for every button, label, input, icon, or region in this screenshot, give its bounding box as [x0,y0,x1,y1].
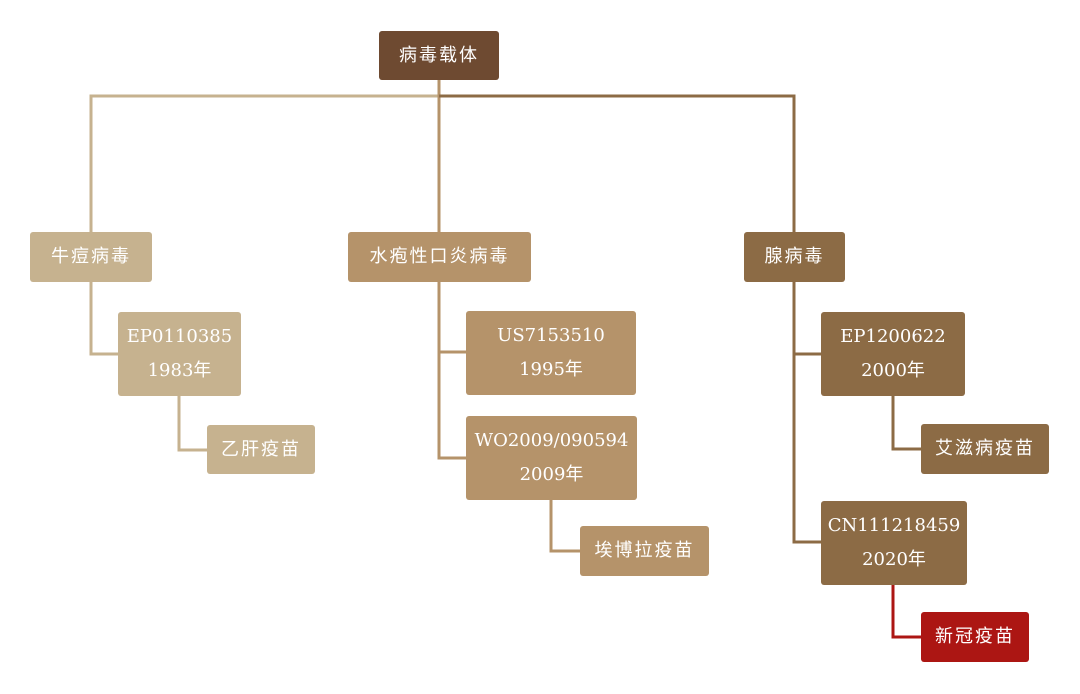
patent-number: EP0110385 [127,320,232,354]
patent-node-us7153510: US7153510 1995年 [466,311,636,395]
branch-node-vaccinia: 牛痘病毒 [30,232,152,282]
patent-number: EP1200622 [840,320,945,354]
patent-node-wo2009-090594: WO2009/090594 2009年 [466,416,637,500]
connector-adeno-to-patents [794,282,821,542]
vaccine-node-covid: 新冠疫苗 [921,612,1029,662]
patent-year: 2000年 [861,354,925,388]
vaccine-label: 新冠疫苗 [935,620,1015,654]
vaccine-node-hepatitis-b: 乙肝疫苗 [207,425,315,474]
vaccine-node-ebola: 埃博拉疫苗 [580,526,709,576]
patent-number: CN111218459 [828,509,961,543]
vaccine-label: 埃博拉疫苗 [595,534,695,568]
patent-number: US7153510 [497,319,605,353]
vaccine-label: 乙肝疫苗 [221,433,301,467]
vaccine-label: 艾滋病疫苗 [935,432,1035,466]
connector-cn111218459-to-covid [893,585,921,637]
patent-node-ep0110385: EP0110385 1983年 [118,312,241,396]
patent-year: 1983年 [148,354,212,388]
patent-number: WO2009/090594 [475,424,629,458]
branch-label: 牛痘病毒 [51,240,131,274]
patent-node-ep1200622: EP1200622 2000年 [821,312,965,396]
connector-vaccinia-to-ep0110385 [91,282,118,354]
root-label: 病毒载体 [399,39,479,73]
branch-label: 腺病毒 [765,240,825,274]
branch-node-adenovirus: 腺病毒 [744,232,845,282]
branch-label: 水疱性口炎病毒 [370,240,510,274]
root-node: 病毒载体 [379,31,499,80]
patent-year: 1995年 [519,353,583,387]
connector-ep0110385-to-hepb [179,396,207,450]
branch-node-vsv: 水疱性口炎病毒 [348,232,531,282]
patent-year: 2020年 [862,543,926,577]
connector-root-to-vaccinia [91,80,439,232]
patent-year: 2009年 [520,458,584,492]
connector-vsv-to-patents [439,282,466,458]
connector-root-to-adeno [439,96,794,232]
connector-ep1200622-to-aids [893,396,921,449]
vaccine-node-aids: 艾滋病疫苗 [921,424,1049,474]
patent-node-cn111218459: CN111218459 2020年 [821,501,967,585]
connector-wo2009-to-ebola [551,500,580,551]
